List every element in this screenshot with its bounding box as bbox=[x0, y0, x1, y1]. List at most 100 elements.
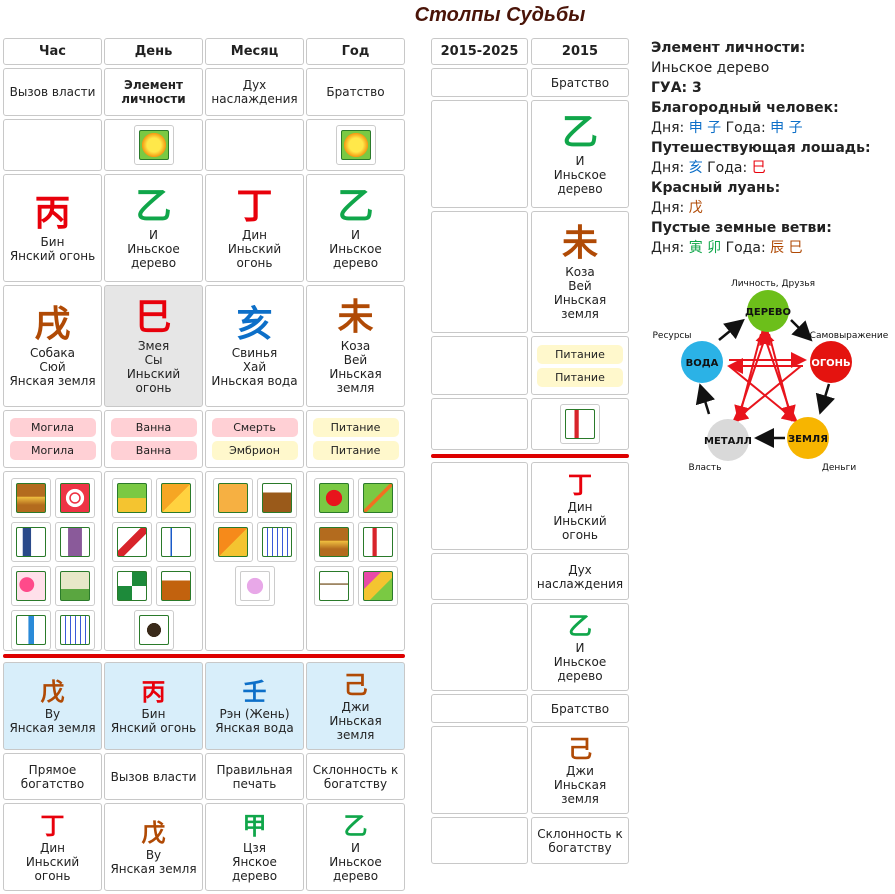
stem-pinyin: Бин bbox=[40, 235, 65, 249]
hearts-icon[interactable] bbox=[10, 566, 51, 606]
hidden-char: 乙 bbox=[568, 612, 592, 640]
stem-char: 乙 bbox=[561, 112, 598, 153]
flowers-icon[interactable] bbox=[357, 566, 398, 606]
crosshair-icon[interactable] bbox=[54, 478, 95, 518]
god-label: личности bbox=[121, 92, 186, 106]
star-cell-year bbox=[306, 119, 405, 171]
hidden-char: 戊 bbox=[141, 819, 166, 847]
hidden-element: Янская вода bbox=[215, 721, 294, 735]
puzzle-icon[interactable] bbox=[212, 522, 253, 562]
branch-animal: Коза bbox=[565, 265, 595, 279]
hidden-char: 己 bbox=[568, 735, 592, 763]
branch-char: 未 bbox=[337, 297, 374, 338]
god-label: Братство bbox=[550, 75, 610, 90]
gua-label: ГУА: 3 bbox=[651, 80, 702, 96]
god-month: Дух наслаждения bbox=[205, 68, 304, 116]
page-title: Столпы Судьбы bbox=[414, 4, 586, 26]
hidden-element: Иньское bbox=[553, 655, 607, 669]
day-prefix: Дня: bbox=[651, 200, 685, 216]
hidden-element: Иньская bbox=[329, 714, 382, 728]
arrows-icon[interactable] bbox=[357, 478, 398, 518]
mirror-icon[interactable] bbox=[155, 478, 196, 518]
stem-element: дерево bbox=[332, 256, 379, 270]
noble-label: Благородный человек: bbox=[651, 100, 839, 116]
horse-label: Путешествующая лошадь: bbox=[651, 140, 871, 156]
stem-pinyin: И bbox=[575, 154, 585, 168]
horse-icon[interactable] bbox=[256, 478, 297, 518]
god-label: Прямое bbox=[28, 762, 77, 777]
god-label: Элемент bbox=[124, 78, 183, 92]
coffin-icon[interactable] bbox=[54, 522, 95, 562]
god-label: Дух bbox=[568, 562, 592, 577]
net-icon[interactable] bbox=[256, 522, 297, 562]
sun-icon[interactable] bbox=[335, 125, 376, 165]
dog-icon[interactable] bbox=[133, 610, 174, 650]
branch-char: 戌 bbox=[34, 304, 71, 345]
net-icon[interactable] bbox=[54, 610, 95, 650]
hidden-element: Иньское bbox=[329, 855, 382, 869]
stem-hour: 丙 Бин Янский огонь bbox=[3, 174, 102, 282]
god-label: богатство bbox=[20, 776, 85, 791]
hidden-element: Иньский bbox=[553, 514, 607, 528]
control-arrow bbox=[728, 365, 799, 423]
metal-node bbox=[707, 419, 749, 461]
broken-icon[interactable] bbox=[111, 522, 152, 562]
day-prefix: Дня: bbox=[651, 240, 685, 256]
hidden-element: земля bbox=[336, 728, 375, 742]
hidden-god-day: Вызов власти bbox=[104, 753, 203, 800]
luck-hidden1 bbox=[431, 462, 528, 550]
annual-hidden1: 丁 Дин Иньский огонь bbox=[531, 462, 629, 550]
annual-stages: Питание Питание bbox=[531, 336, 629, 395]
header-year: Год bbox=[306, 38, 405, 65]
stem-char: 丙 bbox=[34, 193, 71, 234]
branch-pinyin: Хай bbox=[242, 360, 267, 374]
horse-icon[interactable] bbox=[155, 566, 196, 606]
stem-pinyin: И bbox=[149, 228, 158, 242]
ghost-icon[interactable] bbox=[234, 566, 275, 606]
hidden-element: огонь bbox=[34, 869, 71, 883]
caduceus-icon[interactable] bbox=[10, 610, 51, 650]
scales-icon[interactable] bbox=[313, 566, 354, 606]
hidden-pinyin: Бин bbox=[141, 707, 166, 721]
control-arrow bbox=[759, 328, 794, 421]
hidden-element: Иньская bbox=[553, 778, 607, 792]
stage-badge: Смерть bbox=[211, 418, 298, 437]
cycle-arrow bbox=[815, 383, 835, 415]
stem-element: огонь bbox=[236, 256, 273, 270]
god-label: Братство bbox=[550, 701, 610, 716]
branch-animal: Собака bbox=[29, 346, 76, 360]
empty-year-chars: 辰 巳 bbox=[770, 240, 803, 256]
hidden-month: 壬 Рэн (Жень) Янская вода bbox=[205, 662, 304, 750]
year-prefix: Года: bbox=[707, 160, 748, 176]
branch-month: 亥 Свинья Хай Иньская вода bbox=[205, 285, 304, 407]
reader-icon[interactable] bbox=[10, 522, 51, 562]
divider-line bbox=[3, 654, 405, 658]
header-luck: 2015-2025 bbox=[431, 38, 528, 65]
god-label: Склонность к bbox=[312, 762, 399, 777]
crown-icon[interactable] bbox=[111, 478, 152, 518]
annual-hidden3-god: Склонность к богатству bbox=[531, 817, 629, 864]
stages-hour: Могила Могила bbox=[3, 410, 102, 468]
swirl-icon[interactable] bbox=[111, 566, 152, 606]
chest-icon[interactable] bbox=[313, 522, 354, 562]
stage-badge: Эмбрион bbox=[211, 441, 298, 460]
seal-icon[interactable] bbox=[212, 478, 253, 518]
stem-year: 乙 И Иньское дерево bbox=[306, 174, 405, 282]
sun-icon[interactable] bbox=[133, 125, 174, 165]
hidden-element: дерево bbox=[332, 869, 379, 883]
grave-icon[interactable] bbox=[54, 566, 95, 606]
hidden-element: земля bbox=[561, 792, 599, 806]
god-label: Братство bbox=[326, 85, 385, 99]
wood-caption: Личность, Друзья bbox=[731, 279, 815, 289]
heart-icon[interactable] bbox=[313, 478, 354, 518]
branch-year: 未 Коза Вей Иньская земля bbox=[306, 285, 405, 407]
empty-day-chars: 寅 卯 bbox=[688, 240, 722, 256]
stem-element: Иньское bbox=[329, 242, 382, 256]
stages-day: Ванна Ванна bbox=[104, 410, 203, 468]
door-icon[interactable] bbox=[155, 522, 196, 562]
chest-icon[interactable] bbox=[10, 478, 51, 518]
control-star bbox=[727, 328, 807, 423]
arrow-left-icon[interactable] bbox=[357, 522, 398, 562]
arrow-left-icon[interactable] bbox=[560, 404, 600, 444]
luck-hidden2 bbox=[431, 603, 528, 691]
